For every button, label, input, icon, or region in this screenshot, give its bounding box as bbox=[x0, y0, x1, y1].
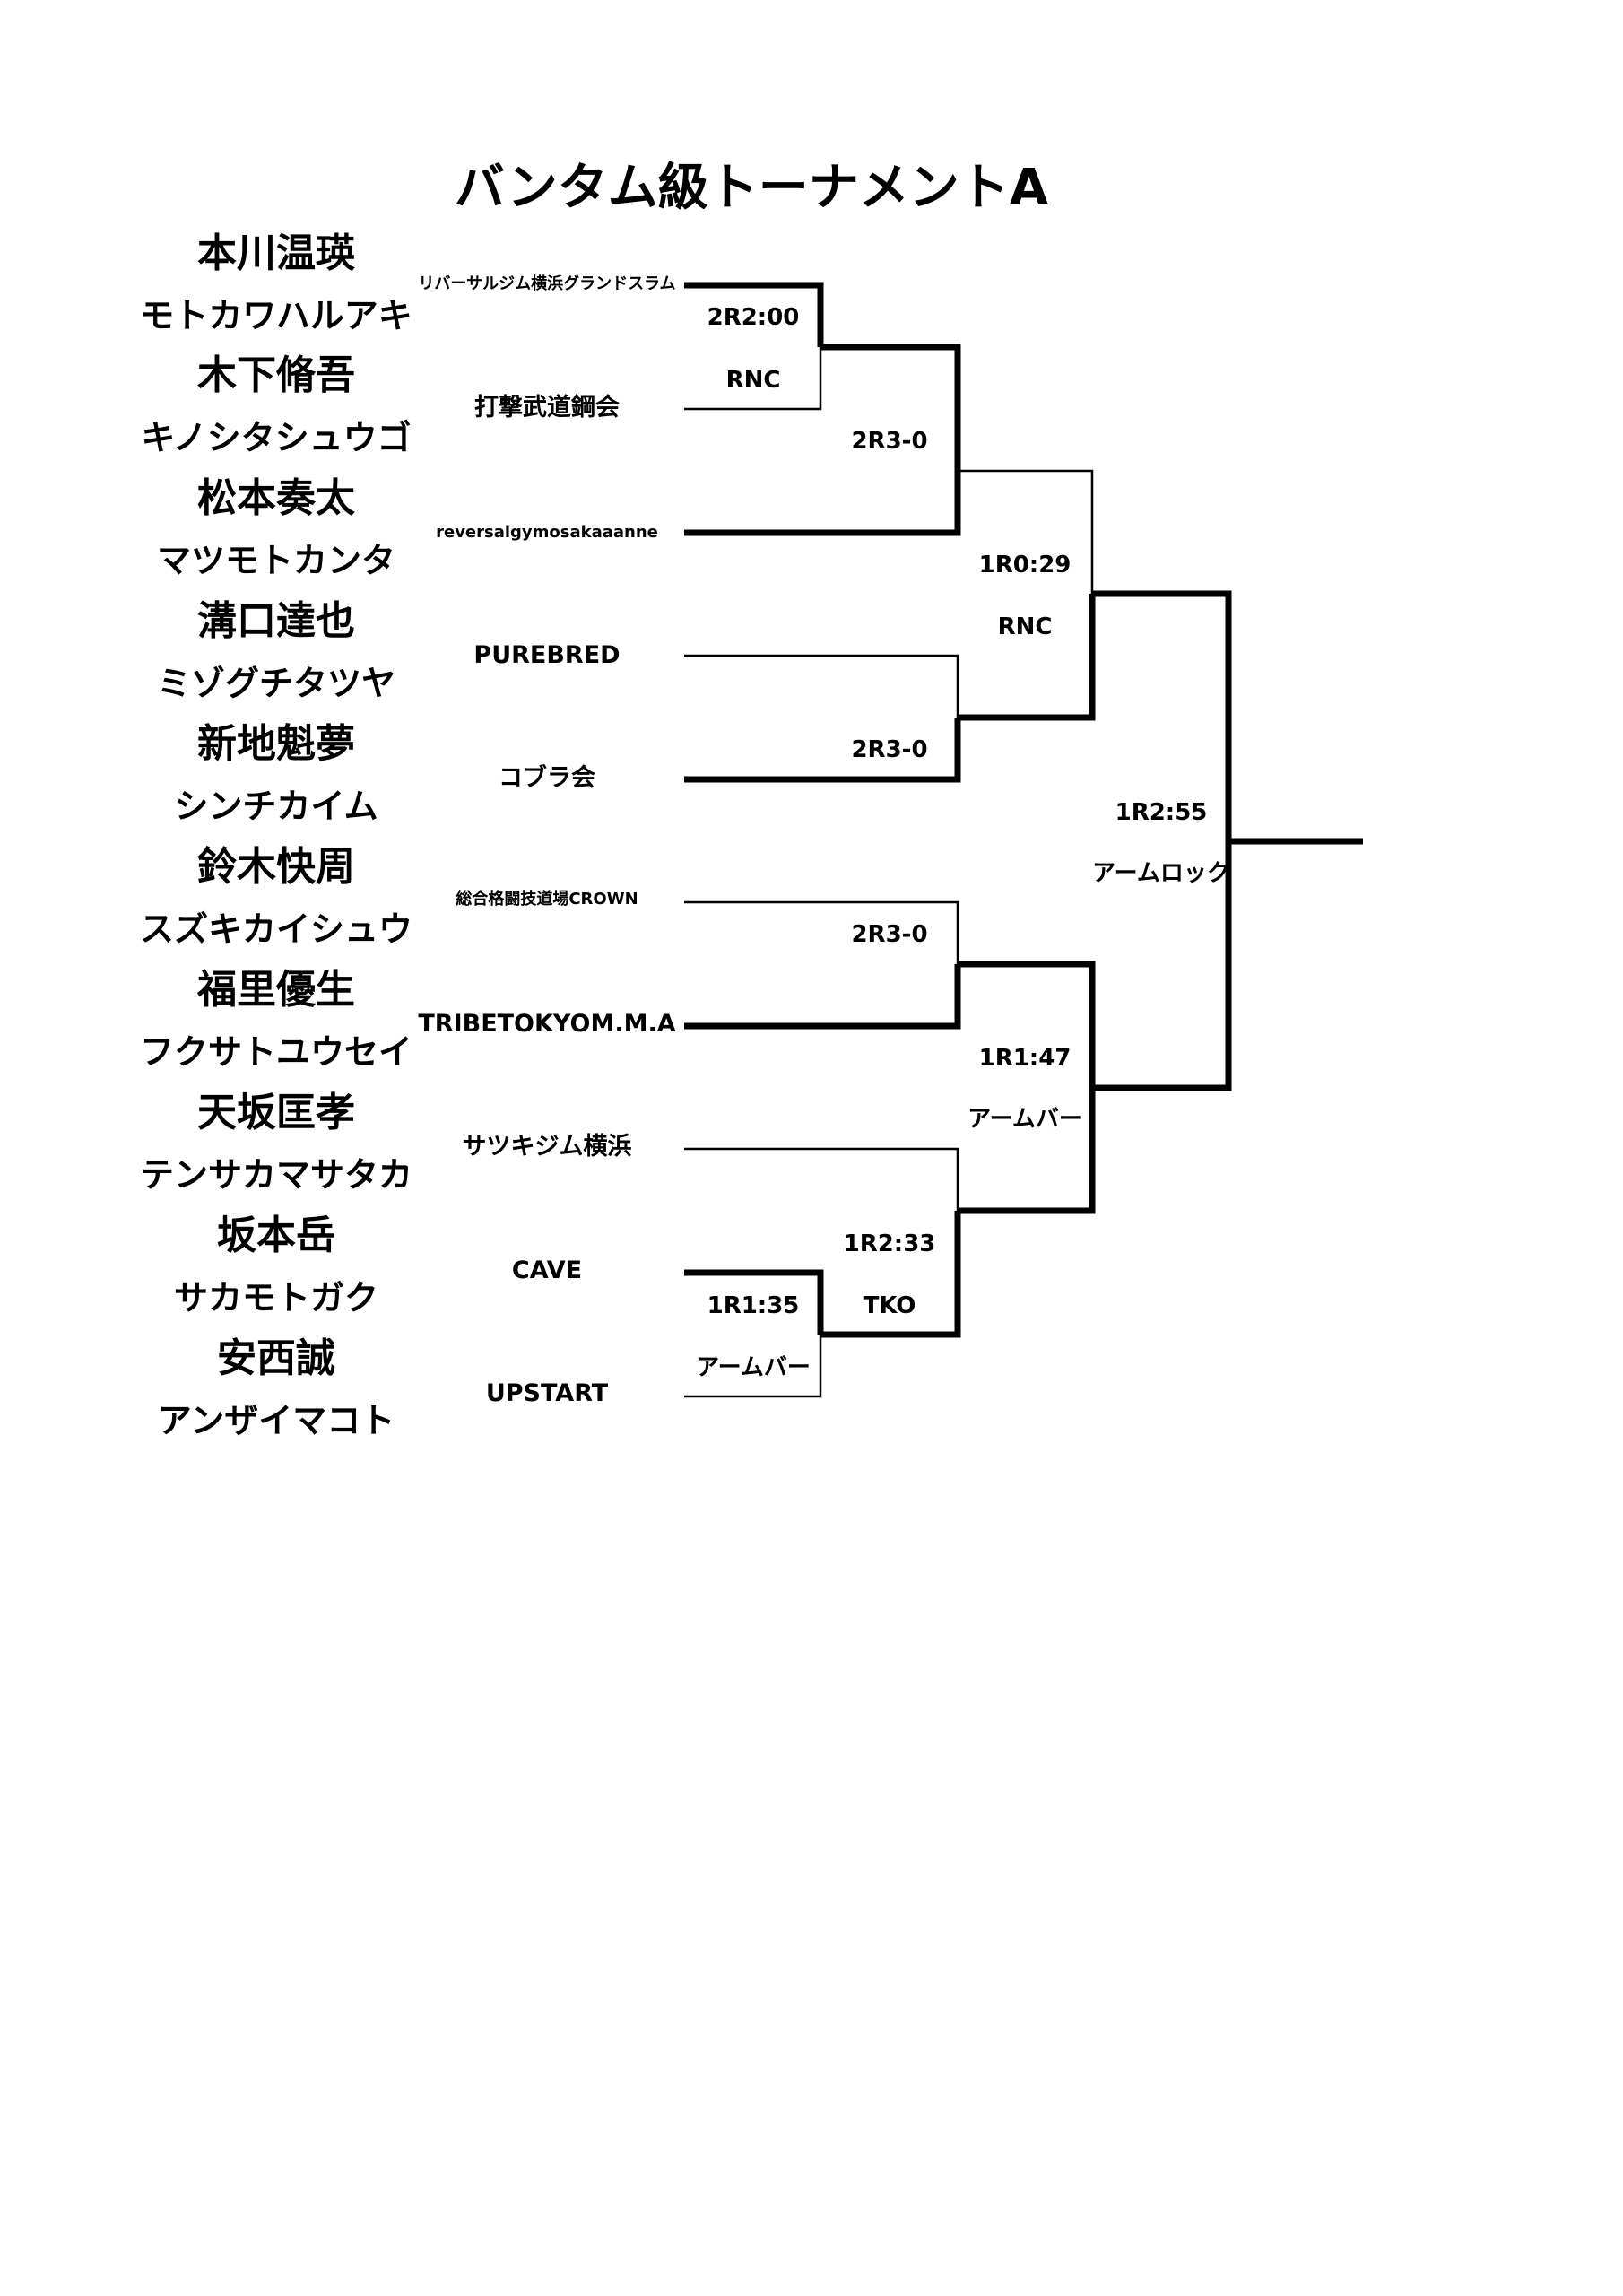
bracket-line bbox=[1092, 841, 1232, 1091]
fighter-name: 本川温瑛 bbox=[197, 230, 355, 276]
fighter-name: 天坂匡孝 bbox=[197, 1090, 355, 1135]
result-time: 1R2:33 bbox=[844, 1231, 936, 1257]
gym-label: UPSTART bbox=[486, 1379, 609, 1407]
result-method: TKO bbox=[864, 1292, 916, 1319]
result-method: アームロック bbox=[1092, 860, 1230, 887]
result-method: アームバー bbox=[696, 1354, 811, 1381]
fighter-kana: ミゾグチタツヤ bbox=[157, 664, 395, 703]
result-score: 2R3-0 bbox=[851, 921, 927, 948]
fighter-name: 木下脩吾 bbox=[197, 352, 355, 398]
fighter-kana: フクサトユウセイ bbox=[140, 1032, 412, 1072]
gym-label: PUREBRED bbox=[473, 641, 620, 669]
fighter-kana: シンチカイム bbox=[174, 787, 378, 826]
bracket-line bbox=[1092, 590, 1232, 841]
fighter-name: 溝口達也 bbox=[197, 598, 355, 644]
fighter-name: 松本奏太 bbox=[197, 475, 355, 521]
result-score: 2R3-0 bbox=[851, 736, 927, 763]
bracket-line bbox=[958, 961, 1096, 1088]
fighter-kana: スズキカイシュウ bbox=[140, 909, 412, 949]
fighter-name: 福里優生 bbox=[196, 967, 355, 1013]
bracket-line bbox=[684, 1147, 959, 1211]
gym-label: コブラ会 bbox=[499, 763, 595, 792]
bracket-line bbox=[958, 594, 1096, 721]
result-method: RNC bbox=[998, 613, 1053, 640]
bracket-line bbox=[820, 1211, 961, 1338]
bracket-line bbox=[684, 1335, 822, 1398]
fighter-kana: テンサカマサタカ bbox=[140, 1155, 412, 1195]
gym-label: 打撃武道鋼会 bbox=[474, 393, 620, 422]
result-time: 2R2:00 bbox=[707, 304, 800, 331]
fighter-kana: モトカワハルアキ bbox=[140, 296, 412, 335]
bracket-line bbox=[684, 654, 959, 718]
bracket-line bbox=[684, 282, 824, 347]
result-score: 2R3-0 bbox=[851, 428, 927, 455]
gym-label: TRIBETOKYOM.M.A bbox=[418, 1010, 675, 1038]
fighter-kana: キノシタシュウゴ bbox=[141, 418, 411, 457]
fighter-kana: サカモトガク bbox=[174, 1278, 378, 1318]
match-results: 2R2:00 RNC 2R3-0 2R3-0 2R3-0 1R0:29 RNC … bbox=[696, 304, 1230, 1381]
gym-label: リバーサルジム横浜グランドスラム bbox=[418, 274, 675, 293]
fighter-name: 安西誠 bbox=[217, 1335, 335, 1381]
result-method: RNC bbox=[726, 367, 781, 394]
gym-names: リバーサルジム横浜グランドスラム 打撃武道鋼会 reversalgymosaka… bbox=[418, 274, 675, 1407]
result-method: アームバー bbox=[968, 1106, 1082, 1133]
fighter-names: 本川温瑛 モトカワハルアキ 木下脩吾 キノシタシュウゴ 松本奏太 マツモトカンタ… bbox=[140, 230, 412, 1440]
bracket-line bbox=[684, 1269, 824, 1335]
fighter-name: 坂本岳 bbox=[217, 1213, 335, 1258]
result-time: 1R0:29 bbox=[979, 552, 1072, 578]
fighter-name: 新地魁夢 bbox=[197, 721, 355, 767]
gym-label: CAVE bbox=[512, 1257, 582, 1284]
fighter-kana: マツモトカンタ bbox=[157, 541, 395, 580]
bracket-line bbox=[958, 469, 1094, 594]
fighter-name: 鈴木快周 bbox=[197, 844, 355, 890]
bracket-line bbox=[684, 900, 959, 964]
gym-label: reversalgymosakaaanne bbox=[436, 523, 658, 542]
bracket-line bbox=[820, 344, 961, 471]
fighter-kana: アンザイマコト bbox=[158, 1401, 395, 1440]
bracket-line bbox=[684, 347, 822, 411]
bracket-line bbox=[684, 964, 961, 1030]
gym-label: 総合格闘技道場CROWN bbox=[456, 889, 638, 909]
bracket-lines bbox=[684, 282, 1363, 1398]
page-title: バンタム級トーナメントA bbox=[455, 159, 1049, 217]
bracket-line bbox=[684, 471, 961, 536]
result-time: 1R1:47 bbox=[979, 1045, 1072, 1072]
bracket-line bbox=[684, 718, 961, 783]
gym-label: サツキジム横浜 bbox=[463, 1133, 632, 1161]
result-time: 1R2:55 bbox=[1115, 799, 1208, 826]
result-time: 1R1:35 bbox=[707, 1292, 800, 1319]
bracket-line bbox=[958, 1088, 1096, 1214]
